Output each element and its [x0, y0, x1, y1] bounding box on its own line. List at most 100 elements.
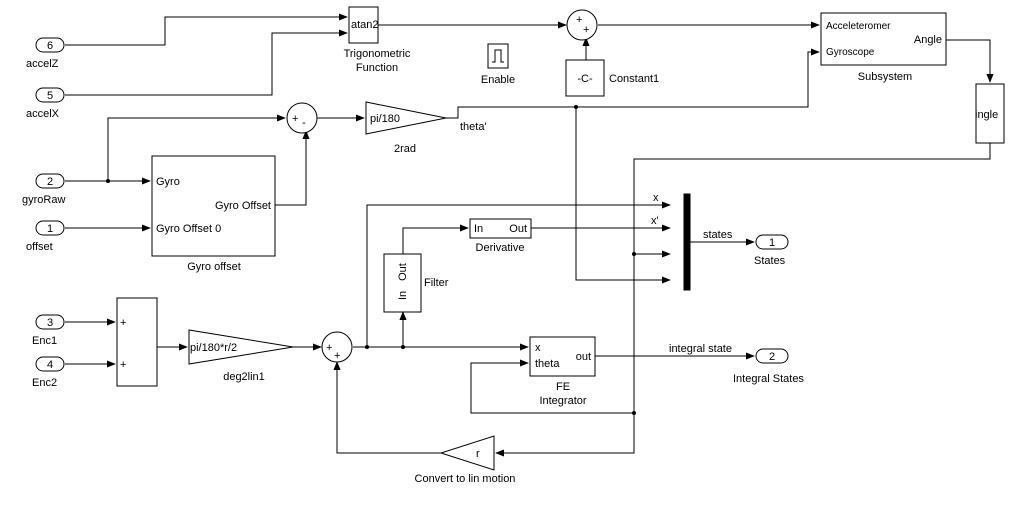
top-sum[interactable]: + + [566, 9, 598, 41]
derivative-caption: Derivative [476, 242, 525, 254]
constant-text: -C- [577, 73, 593, 85]
sum-circle[interactable] [286, 102, 318, 134]
convert-caption: Convert to lin motion [415, 473, 516, 485]
atan2-block[interactable]: atan2 Trigonometric Function [344, 6, 411, 74]
outport-oval[interactable] [755, 234, 789, 250]
gain-deg2lin[interactable]: pi/180*r/2 deg2lin1 [188, 329, 294, 383]
convert-triangle[interactable] [439, 435, 495, 471]
subsystem-in2: Gyroscope [826, 47, 875, 58]
filter-box[interactable] [383, 253, 422, 313]
subsystem-in1: Acceleteromer [826, 21, 891, 32]
sum-sign-2: - [302, 117, 306, 129]
enc-sum-block[interactable]: + + [116, 297, 158, 387]
inport-label: Enc2 [32, 377, 57, 389]
inport-oval[interactable] [35, 37, 65, 53]
subsystem-box[interactable] [820, 12, 947, 66]
enable-caption: Enable [481, 74, 515, 86]
junction-filter [401, 345, 405, 349]
gain-text: pi/180 [370, 113, 400, 125]
atan2-text: atan2 [351, 19, 379, 31]
filter-caption: Filter [424, 277, 449, 289]
inport-accelx[interactable]: 5 accelX [26, 87, 65, 120]
sum-sign-1: + [292, 113, 298, 125]
sum-circle[interactable] [321, 331, 353, 363]
sum-sign-1: + [326, 342, 332, 354]
line-gyroraw-branch[interactable] [107, 114, 286, 181]
gain-caption: 2rad [394, 143, 416, 155]
line-angle-feedback[interactable] [633, 143, 991, 258]
inport-number: 2 [47, 176, 53, 188]
inport-oval[interactable] [35, 220, 65, 236]
gyro-offset-block[interactable]: Gyro Gyro Offset 0 Gyro Offset Gyro offs… [151, 155, 276, 273]
line-accelx[interactable] [65, 29, 348, 96]
fe-integrator-in2: theta [535, 358, 560, 370]
outport-states[interactable]: 1 States [754, 234, 789, 267]
inport-oval[interactable] [35, 356, 65, 372]
line-convert-in[interactable] [495, 413, 635, 457]
gyro-offset-box[interactable] [151, 155, 276, 257]
line-filter-out[interactable] [402, 224, 469, 254]
inport-oval[interactable] [35, 314, 65, 330]
inport-oval[interactable] [35, 173, 65, 189]
junction-dots [106, 105, 636, 415]
constant1-block[interactable]: -C- Constant1 [565, 59, 659, 97]
signal-integral-state: integral state [669, 343, 732, 355]
line-accelz[interactable] [65, 13, 348, 46]
enable-box[interactable] [487, 43, 509, 69]
filter-block[interactable]: In Out Filter [383, 253, 449, 313]
inport-gyroraw[interactable]: 2 gyroRaw [22, 173, 65, 206]
main-sum[interactable]: + + [321, 331, 353, 363]
inport-enc1[interactable]: 3 Enc1 [32, 314, 65, 347]
outport-number: 2 [769, 351, 775, 363]
outport-label: States [754, 255, 786, 267]
convert-gain-block[interactable]: r Convert to lin motion [415, 435, 516, 485]
outport-oval[interactable] [755, 348, 789, 364]
line-gyro-offset-out[interactable] [275, 130, 310, 206]
gyro-offset-in2: Gyro Offset 0 [156, 223, 221, 235]
sum-circle[interactable] [566, 9, 598, 41]
inport-number: 1 [47, 223, 53, 235]
junction-angle [632, 252, 636, 256]
signal-theta-dot: theta' [460, 121, 487, 133]
subsystem-out: Angle [914, 34, 942, 46]
angle-goto-block[interactable]: ingle [975, 83, 1005, 144]
junction-theta-dot [574, 105, 578, 109]
inport-oval[interactable] [35, 87, 65, 103]
enc-sum-box[interactable] [116, 297, 158, 387]
signal-x: x [653, 192, 659, 204]
gain-triangle[interactable] [188, 329, 294, 365]
line-theta-dot-bus[interactable] [575, 107, 671, 284]
outport-number: 1 [769, 237, 775, 249]
inport-offset[interactable]: 1 offset [26, 220, 65, 253]
gain-2rad[interactable]: pi/180 2rad [365, 101, 447, 155]
derivative-box[interactable] [469, 218, 532, 239]
outport-integral[interactable]: 2 Integral States [733, 348, 804, 385]
fe-integrator-block[interactable]: x theta out FE Integrator [529, 336, 596, 407]
line-angle[interactable] [946, 39, 994, 83]
inport-number: 3 [47, 317, 53, 329]
constant-box[interactable] [565, 59, 605, 97]
derivative-block[interactable]: In Out Derivative [469, 218, 532, 254]
states-mux[interactable] [683, 193, 691, 291]
gyro-offset-out: Gyro Offset [215, 200, 271, 212]
line-convert-out[interactable] [333, 361, 441, 454]
fe-integrator-caption-1: FE [556, 381, 570, 393]
inport-accelz[interactable]: 6 accelZ [26, 37, 65, 70]
gain-triangle[interactable] [365, 101, 447, 135]
gyro-sum[interactable]: + - [286, 102, 318, 134]
fe-integrator-box[interactable] [529, 336, 596, 377]
subsystem-block[interactable]: Acceleteromer Gyroscope Angle Subsystem [820, 12, 947, 83]
line-x-bus[interactable] [366, 201, 671, 347]
line-theta-dot[interactable] [446, 48, 820, 119]
signal-x-dot: x' [651, 215, 659, 227]
pulse-icon [492, 49, 504, 63]
gyro-offset-in1: Gyro [156, 176, 180, 188]
goto-box[interactable] [975, 83, 1005, 144]
sum-sign-1: + [576, 14, 582, 26]
enable-block[interactable]: Enable [481, 43, 515, 86]
inport-enc2[interactable]: 4 Enc2 [32, 356, 65, 389]
inport-number: 4 [47, 359, 53, 371]
atan2-box[interactable] [348, 6, 379, 44]
line-angle-branch[interactable] [470, 254, 635, 414]
